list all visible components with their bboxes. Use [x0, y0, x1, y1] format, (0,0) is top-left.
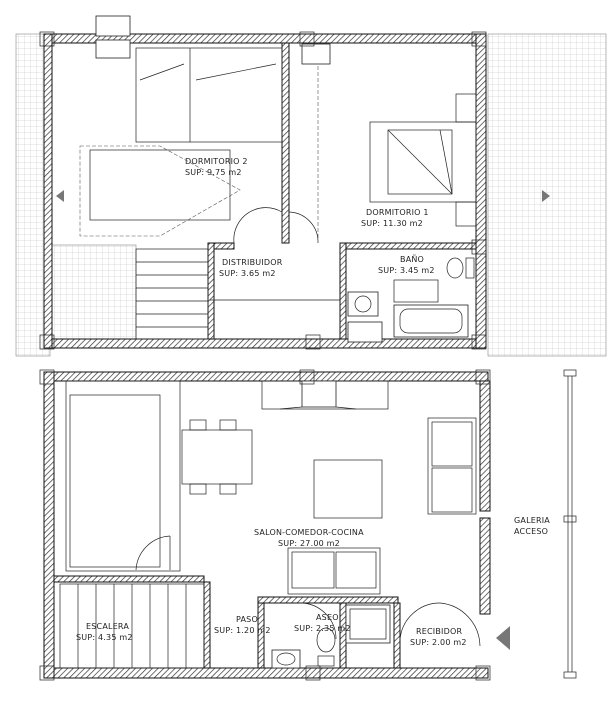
- upper-shaft-top: [95, 15, 131, 37]
- room-name-paso: PASO: [236, 615, 258, 624]
- room-area-dormitorio-2: SUP: 9.75 m2: [185, 168, 242, 177]
- room-area-recibidor: SUP: 2.00 m2: [410, 638, 467, 647]
- room-name-bano: BAÑO: [400, 254, 424, 264]
- room-area-escalera: SUP: 4.35 m2: [76, 633, 133, 642]
- left-balcony-tiles: [51, 244, 137, 344]
- upper-wall-partition-1: [281, 42, 290, 244]
- lower-wall-stairs: [53, 575, 205, 583]
- upper-floor: DORMITORIO 2 SUP: 9.75 m2 DORMITORIO 1 S…: [15, 15, 607, 357]
- upper-bathroom-fixtures: [347, 257, 475, 338]
- lower-stairs: [59, 583, 205, 669]
- lower-columns: [39, 369, 491, 681]
- lower-doors: [299, 602, 481, 647]
- gallery-label-line2: ACCESO: [514, 527, 548, 536]
- sofa-bottom: [287, 547, 381, 595]
- room-area-paso: SUP: 1.20 m2: [214, 626, 271, 635]
- fireplace: [261, 380, 389, 410]
- lower-wall-right: [479, 380, 491, 512]
- dining-table: [181, 419, 253, 495]
- gallery-posts: [563, 369, 577, 679]
- lower-wall-left: [43, 371, 55, 679]
- room-area-dormitorio-1: SUP: 11.30 m2: [361, 219, 423, 228]
- lower-wall-recibidor: [393, 602, 401, 669]
- aseo-fixtures: [271, 604, 391, 669]
- gallery-label-line1: GALERIA: [514, 516, 550, 525]
- room-area-aseo: SUP: 2.35 m2: [294, 624, 351, 633]
- kitchen-counter: [65, 380, 181, 572]
- coffee-table: [313, 459, 383, 519]
- bed-dormitorio-2: [79, 47, 283, 237]
- upper-shaft-3: [347, 321, 383, 343]
- room-name-salon: SALON-COMEDOR-COCINA: [254, 528, 364, 537]
- upper-wall-bottom: [43, 338, 487, 349]
- room-name-dormitorio-1: DORMITORIO 1: [366, 208, 429, 217]
- upper-shaft-2: [301, 43, 331, 65]
- bed-dormitorio-1: [317, 60, 477, 240]
- entrance-arrow-icon: [496, 626, 510, 650]
- lower-floor: SALON-COMEDOR-COCINA SUP: 27.00 m2 ESCAL…: [39, 369, 577, 681]
- room-name-aseo: ASEO: [316, 613, 339, 622]
- room-area-salon: SUP: 27.00 m2: [278, 539, 340, 548]
- upper-stairs: [135, 248, 209, 340]
- lower-wall-aseo-left: [257, 602, 265, 669]
- sofa-right: [427, 417, 477, 515]
- upper-wall-partition-3: [339, 242, 347, 340]
- lower-wall-service: [257, 596, 399, 604]
- lower-wall-aseo-right: [339, 602, 347, 669]
- lower-wall-bottom: [43, 667, 489, 679]
- upper-shaft-1: [95, 39, 131, 59]
- upper-wall-partition-5: [207, 242, 215, 340]
- left-arrow-icon: [56, 190, 64, 202]
- room-name-dormitorio-2: DORMITORIO 2: [185, 157, 248, 166]
- room-name-escalera: ESCALERA: [86, 622, 129, 631]
- room-name-distribuidor: DISTRIBUIDOR: [222, 258, 283, 267]
- room-name-recibidor: RECIBIDOR: [416, 627, 462, 636]
- room-area-bano: SUP: 3.45 m2: [378, 266, 435, 275]
- upper-columns: [39, 31, 487, 350]
- right-arrow-icon: [542, 190, 550, 202]
- upper-wall-left: [43, 33, 53, 349]
- upper-wall-right: [475, 33, 487, 349]
- room-area-distribuidor: SUP: 3.65 m2: [219, 269, 276, 278]
- lower-wall-top: [43, 371, 489, 382]
- upper-wall-partition-2: [339, 242, 477, 250]
- lower-wall-right-2: [479, 517, 491, 615]
- upper-doors: [210, 207, 340, 301]
- lower-wall-stair-right: [203, 581, 211, 669]
